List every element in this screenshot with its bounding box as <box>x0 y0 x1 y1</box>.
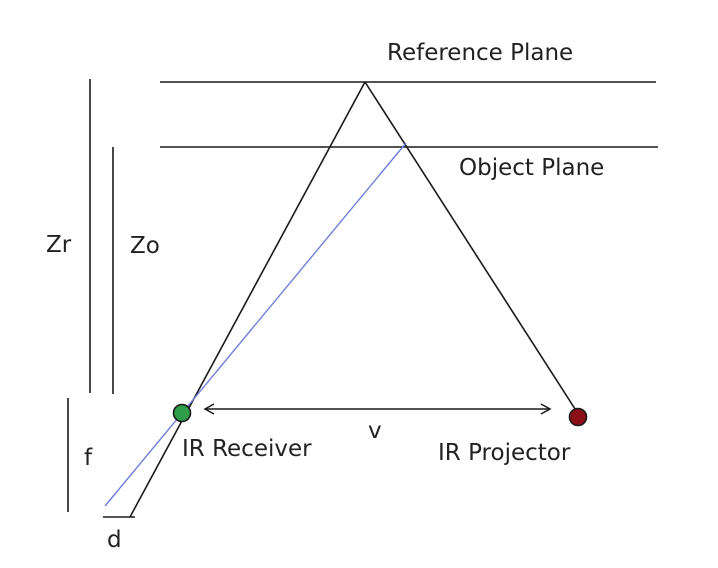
f-label: f <box>84 445 93 471</box>
object-plane-label: Object Plane <box>459 155 605 181</box>
reference-plane-label: Reference Plane <box>387 40 574 66</box>
ir-receiver-dot <box>172 403 192 423</box>
d-label: d <box>107 527 122 553</box>
projector-to-reference-ray <box>364 81 578 413</box>
ir-projector-label: IR Projector <box>438 440 571 466</box>
zo-label: Zo <box>130 233 160 259</box>
object-plane-blue-ray <box>104 142 407 507</box>
ir-projector-dot <box>568 407 588 427</box>
ir-receiver-label: IR Receiver <box>182 436 312 462</box>
zr-label: Zr <box>46 232 72 258</box>
v-label: v <box>368 418 382 444</box>
receiver-to-reference-ray <box>129 81 366 518</box>
